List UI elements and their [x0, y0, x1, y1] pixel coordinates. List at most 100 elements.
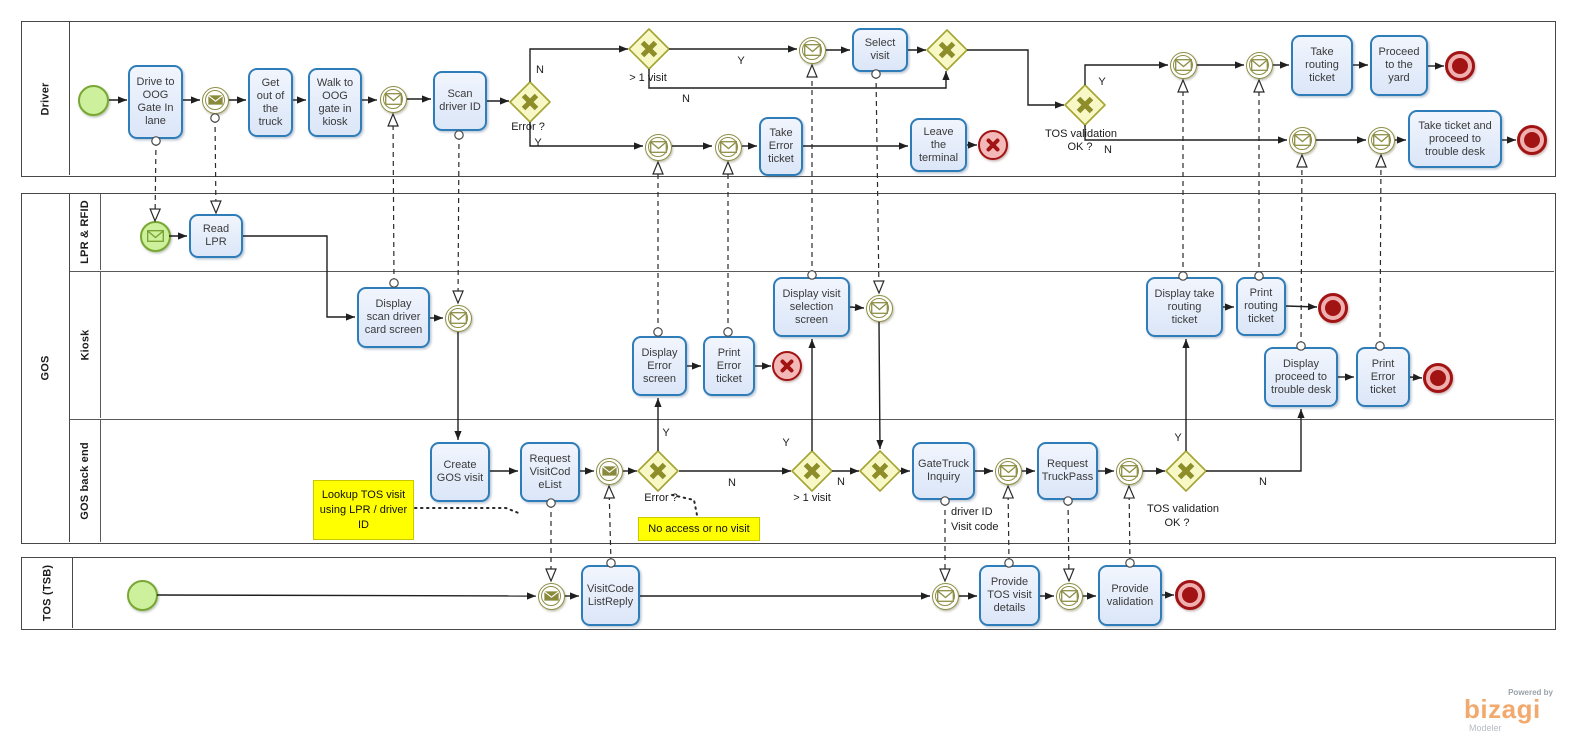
event-ring: [997, 460, 1019, 482]
event-ring: [1172, 54, 1194, 76]
event-msg-catch-routing-2[interactable]: [1245, 51, 1273, 79]
event-msg-throw-tos[interactable]: [537, 582, 565, 610]
task-take-routing-ticket[interactable]: Take routing ticket: [1291, 35, 1353, 96]
event-ring: [868, 297, 890, 319]
task-walk-to-kiosk[interactable]: Walk to OOG gate in kiosk: [308, 68, 362, 137]
flow-label-n-15: N: [837, 476, 845, 488]
end-disc: [1430, 370, 1446, 386]
task-print-error-ticket-1[interactable]: Print Error ticket: [703, 336, 755, 396]
gateway-gw-multivisit-backend[interactable]: [789, 448, 835, 494]
flow-label-n-12: N: [728, 477, 736, 489]
task-display-proceed-trouble[interactable]: Display proceed to trouble desk: [1264, 347, 1338, 407]
task-get-out-truck[interactable]: Get out of the truck: [248, 68, 293, 137]
event-msg-catch-kiosk[interactable]: [444, 304, 472, 332]
event-end-error-ticket[interactable]: [1423, 363, 1453, 393]
task-print-error-ticket-2[interactable]: Print Error ticket: [1356, 347, 1410, 407]
lane-title: Kiosk: [79, 329, 91, 361]
task-label: Read LPR: [202, 223, 230, 248]
event-tos-start[interactable]: [126, 579, 158, 611]
event-end-cancel-error[interactable]: [772, 351, 802, 381]
task-take-ticket-trouble[interactable]: Take ticket and proceed to trouble desk: [1408, 110, 1502, 168]
task-read-lpr[interactable]: Read LPR: [189, 214, 243, 258]
event-end-routing[interactable]: [1318, 293, 1348, 323]
xor-marker: [649, 462, 667, 480]
task-label: Request TruckPass: [1041, 458, 1094, 483]
event-msg-catch-scan[interactable]: [379, 85, 407, 113]
lane-gos-back-end: GOS back end: [70, 420, 1554, 545]
task-take-error-ticket[interactable]: Take Error ticket: [759, 117, 803, 176]
end-disc: [1452, 58, 1468, 74]
lane-label-lpr-rfid: LPR & RFID: [70, 194, 101, 270]
task-request-truckpass[interactable]: Request TruckPass: [1037, 442, 1098, 500]
flow-label-tos-validation-7: TOS validation: [1045, 128, 1117, 140]
task-drive-to-oog[interactable]: Drive to OOG Gate In lane: [128, 65, 183, 139]
task-select-visit[interactable]: Select visit: [852, 28, 908, 72]
lane-label-gos-back-end: GOS back end: [70, 420, 101, 542]
message-icon: [146, 230, 164, 242]
event-driver-start[interactable]: [77, 84, 109, 116]
task-display-scan-driver[interactable]: Display scan driver card screen: [357, 287, 430, 348]
xor-marker: [521, 93, 539, 111]
task-print-routing-ticket[interactable]: Print routing ticket: [1236, 277, 1286, 336]
task-label: Display visit selection screen: [782, 287, 841, 326]
event-msg-catch-routing-1[interactable]: [1169, 51, 1197, 79]
task-gatetruck-inquiry[interactable]: GateTruck Inquiry: [912, 442, 975, 500]
event-tos-end[interactable]: [1175, 580, 1205, 610]
event-msg-catch-tos-1[interactable]: [931, 582, 959, 610]
gateway-gw-multivisit-driver[interactable]: [626, 26, 672, 72]
task-label: VisitCode ListReply: [587, 582, 634, 608]
task-label: Walk to OOG gate in kiosk: [316, 76, 354, 128]
bizagi-logo: bizagi: [1464, 694, 1541, 724]
event-msg-catch-trouble-1[interactable]: [1288, 126, 1316, 154]
event-end-cancel-terminal[interactable]: [978, 130, 1008, 160]
flow-label-ok-18: OK ?: [1164, 517, 1190, 529]
event-msg-catch-error-2[interactable]: [714, 133, 742, 161]
task-create-gos-visit[interactable]: Create GOS visit: [430, 442, 490, 502]
note-text: No access or no visit: [648, 522, 750, 535]
task-scan-driver-id[interactable]: Scan driver ID: [433, 71, 487, 131]
event-msg-catch-tos-2[interactable]: [1055, 582, 1083, 610]
note-lookup-tos[interactable]: Lookup TOS visit using LPR / driver ID: [313, 480, 414, 540]
event-end-trouble[interactable]: [1517, 125, 1547, 155]
event-ring: [647, 136, 669, 158]
event-ring: [598, 460, 620, 482]
event-msg-catch-gatetruck[interactable]: [994, 457, 1022, 485]
task-label: Display Error screen: [641, 346, 678, 385]
event-ring: [382, 88, 404, 110]
task-display-take-routing[interactable]: Display take routing ticket: [1146, 277, 1223, 337]
gateway-gw-tos-driver[interactable]: [1062, 82, 1108, 128]
task-display-visit-selection[interactable]: Display visit selection screen: [773, 277, 850, 337]
pool-label-tos-tsb: TOS (TSB): [22, 558, 73, 628]
task-display-error-screen[interactable]: Display Error screen: [632, 336, 687, 396]
gateway-gw-error-backend[interactable]: [635, 448, 681, 494]
flow-label-y-2: Y: [534, 137, 542, 149]
event-ring: [1118, 460, 1140, 482]
event-msg-catch-selection[interactable]: [865, 294, 893, 322]
flow-label-error-1: Error ?: [511, 121, 545, 133]
task-request-visitcodelist[interactable]: Request VisitCod eList: [520, 442, 580, 502]
event-lpr-msg-start[interactable]: [139, 220, 171, 252]
event-ring: [447, 307, 469, 329]
task-proceed-to-yard[interactable]: Proceed to the yard: [1370, 35, 1428, 96]
task-label: Print routing ticket: [1244, 287, 1278, 325]
flow-label-error-11: Error ?: [644, 492, 678, 504]
task-visitcode-listreply[interactable]: VisitCode ListReply: [581, 565, 640, 626]
task-label: Provide validation: [1106, 582, 1154, 608]
gateway-gw-merge-backend[interactable]: [857, 448, 903, 494]
task-provide-tos-details[interactable]: Provide TOS visit details: [979, 565, 1040, 626]
event-msg-throw-backend[interactable]: [595, 457, 623, 485]
task-provide-validation[interactable]: Provide validation: [1098, 565, 1162, 626]
task-leave-terminal[interactable]: Leave the terminal: [910, 118, 967, 172]
gateway-gw-error-driver[interactable]: [507, 79, 553, 125]
event-msg-catch-error-1[interactable]: [644, 133, 672, 161]
event-msg-catch-trouble-2[interactable]: [1367, 126, 1395, 154]
gateway-gw-tos-backend[interactable]: [1163, 448, 1209, 494]
event-end-yard[interactable]: [1445, 51, 1475, 81]
xor-marker: [871, 462, 889, 480]
gateway-gw-merge-driver[interactable]: [924, 27, 970, 73]
event-msg-catch-visits[interactable]: [798, 36, 826, 64]
note-no-access[interactable]: No access or no visit: [638, 517, 760, 541]
event-msg-throw-driver[interactable]: [201, 86, 229, 114]
event-ring: [801, 39, 823, 61]
event-msg-catch-validation[interactable]: [1115, 457, 1143, 485]
